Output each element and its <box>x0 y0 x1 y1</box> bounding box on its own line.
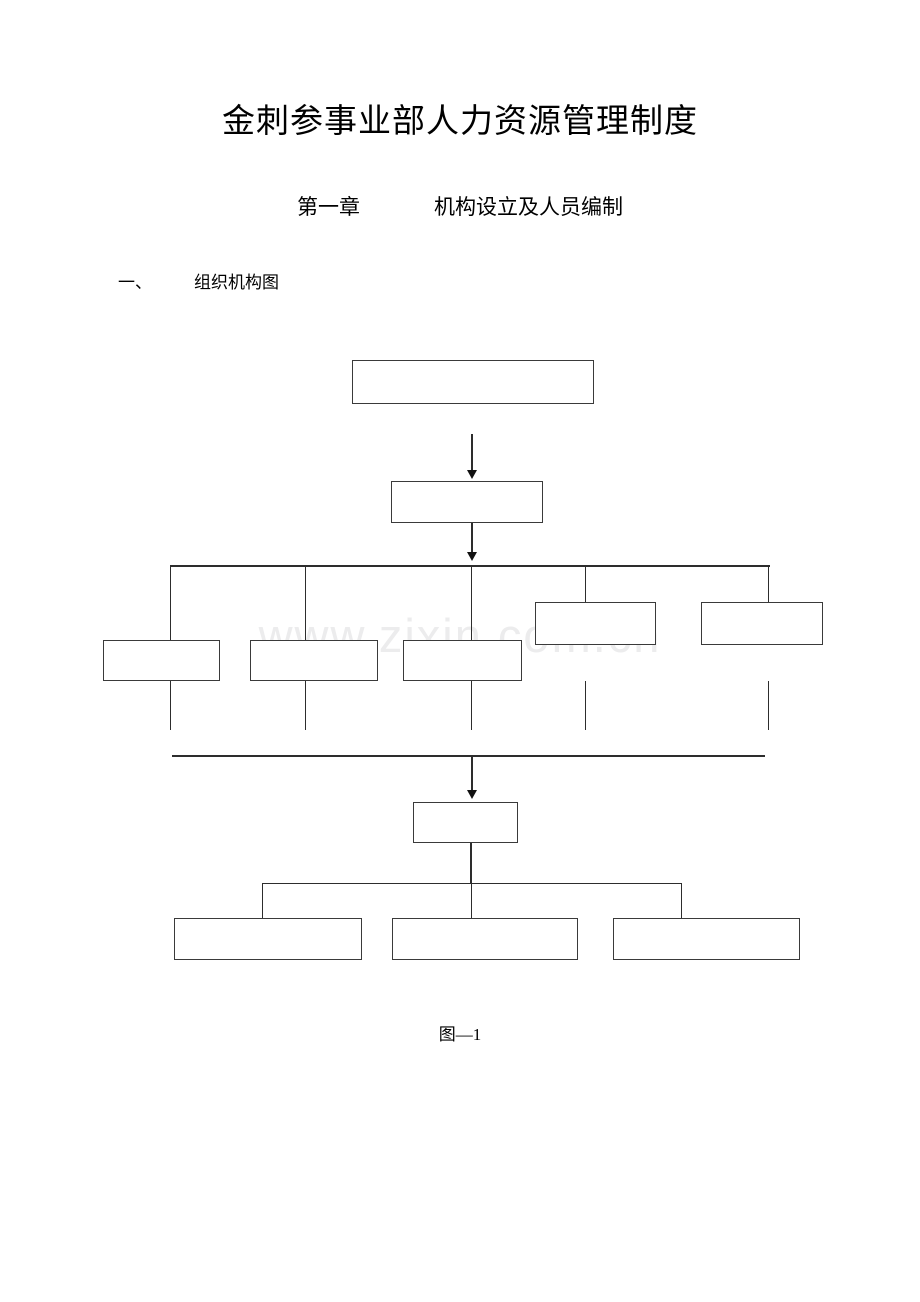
connector-level2-to-bus <box>471 523 473 557</box>
org-node-level2 <box>391 481 543 523</box>
arrowhead-icon-level4 <box>467 790 477 799</box>
org-node-level3-5 <box>701 602 823 645</box>
connector-level4-to-level5 <box>470 843 472 883</box>
connector-level5-drop-2 <box>471 883 472 918</box>
arrowhead-icon-bus <box>467 552 477 561</box>
page-title: 金刺参事业部人力资源管理制度 <box>222 104 698 140</box>
connector-top-to-level2 <box>471 434 473 473</box>
connector-descend-2 <box>305 681 306 730</box>
org-node-level5-1 <box>174 918 362 960</box>
chapter-heading: 第一章 机构设立及人员编制 <box>0 192 920 222</box>
connector-bus-level5 <box>262 883 682 884</box>
org-node-level3-3 <box>403 640 522 681</box>
chapter-name: 机构设立及人员编制 <box>434 195 623 219</box>
org-node-level3-1 <box>103 640 220 681</box>
connector-drop-3 <box>471 565 472 643</box>
connector-bus-to-level4 <box>471 755 473 793</box>
connector-descend-1 <box>170 681 171 730</box>
org-node-level3-2 <box>250 640 378 681</box>
connector-descend-5 <box>768 681 769 730</box>
org-node-level5-2 <box>392 918 578 960</box>
org-node-level5-3 <box>613 918 800 960</box>
figure-caption: 图—1 <box>438 1025 482 1044</box>
chapter-number: 第一章 <box>297 195 360 219</box>
arrowhead-icon-level2 <box>467 470 477 479</box>
connector-bus-level3 <box>170 565 770 567</box>
section-number: 一、 <box>118 273 152 292</box>
org-node-top <box>352 360 594 404</box>
connector-descend-4 <box>585 681 586 730</box>
section-name: 组织机构图 <box>194 273 279 292</box>
connector-bus-lower <box>172 755 765 757</box>
connector-drop-4 <box>585 565 586 603</box>
connector-descend-3 <box>471 681 472 730</box>
connector-drop-2 <box>305 565 306 643</box>
section-heading: 一、 组织机构图 <box>118 270 279 296</box>
org-node-level4 <box>413 802 518 843</box>
connector-drop-5 <box>768 565 769 603</box>
connector-level5-drop-3 <box>681 883 682 918</box>
connector-level5-drop-1 <box>262 883 263 918</box>
org-node-level3-4 <box>535 602 656 645</box>
connector-drop-1 <box>170 565 171 643</box>
